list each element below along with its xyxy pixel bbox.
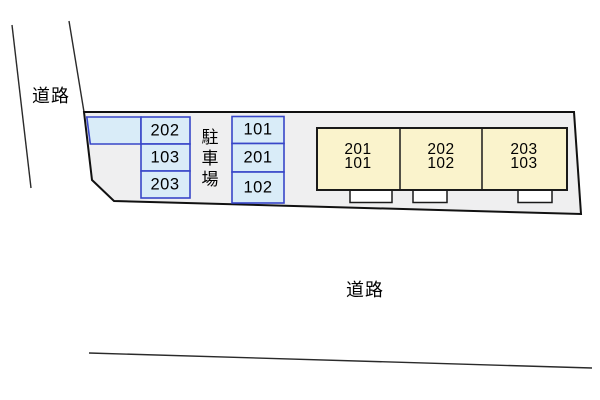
building-unit-1-lower: 101 — [344, 155, 372, 172]
building-outline — [316, 127, 568, 191]
parking-space-103-label: 103 — [150, 148, 180, 167]
road-label-left: 道路 — [32, 86, 70, 106]
parking-cell-101 — [231, 115, 285, 145]
road-label-bottom: 道路 — [346, 280, 384, 300]
parking-space-202-label: 202 — [150, 121, 180, 140]
building-unit-1-upper: 201 — [344, 141, 372, 158]
building-unit-1-label: 201 101 — [344, 141, 372, 172]
parking-cell-102 — [231, 171, 285, 204]
parking-space-101-label: 101 — [243, 120, 273, 139]
building-unit-2-upper: 202 — [427, 141, 455, 158]
parking-space-203-label: 203 — [150, 175, 180, 194]
building-unit-3-label: 203 103 — [510, 141, 538, 172]
entrance-step-unit-3 — [517, 189, 553, 204]
parking-cell-202 — [140, 116, 191, 145]
building-unit-3-lower: 103 — [510, 155, 538, 172]
road-left-outer-edge-line — [11, 24, 32, 189]
parking-space-102-label: 102 — [243, 178, 273, 197]
parking-space-201-label: 201 — [243, 148, 273, 167]
building-unit-3-upper: 203 — [510, 141, 538, 158]
road-bottom-edge-line — [88, 352, 593, 369]
entrance-step-unit-2 — [412, 189, 448, 204]
building-unit-2-label: 202 102 — [427, 141, 455, 172]
road-left-inner-edge-line — [68, 20, 85, 113]
parking-area-label: 駐車場 — [198, 128, 218, 191]
building-unit-2-lower: 102 — [427, 155, 455, 172]
parking-cell-blank — [85, 116, 142, 145]
entrance-step-unit-1 — [349, 189, 393, 204]
parking-cell-203 — [140, 170, 191, 199]
